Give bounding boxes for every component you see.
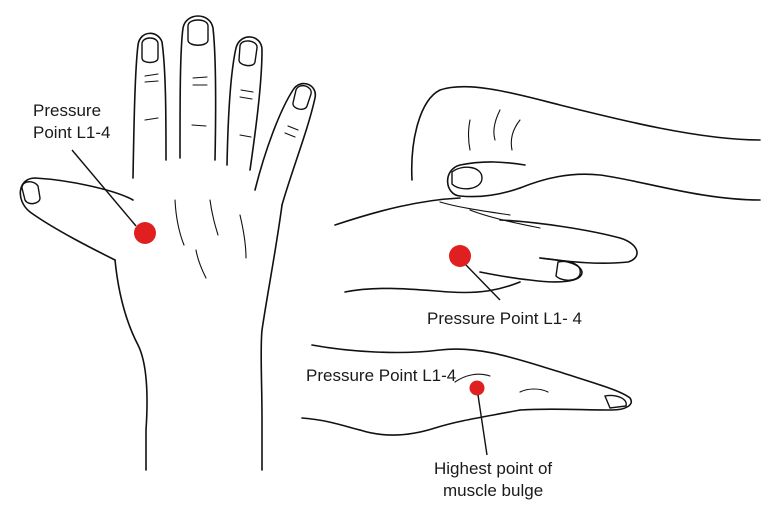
label-bulge-note-line1: Highest point of <box>434 459 553 478</box>
leader-line-back-of-hand <box>71 149 137 227</box>
label-pinch-view: Pressure Point L1- 4 <box>427 309 582 328</box>
side-hand-illustration <box>301 344 632 436</box>
pinch-hands-illustration <box>334 85 761 294</box>
label-bulge-note: Highest point of muscle bulge <box>434 458 552 502</box>
pressure-point-side-view <box>469 380 485 396</box>
label-side-view: Pressure Point L1-4 <box>306 366 457 385</box>
label-back-of-hand-line1: Pressure <box>33 101 102 120</box>
label-back-of-hand-line2: Point L1-4 <box>33 123 111 142</box>
pressure-point-pinch-view <box>449 245 471 267</box>
pressure-point-back-of-hand <box>134 222 156 244</box>
label-bulge-note-line2: muscle bulge <box>442 481 544 500</box>
leader-line-side-view <box>477 394 488 456</box>
label-back-of-hand: Pressure Point L1-4 <box>33 100 111 144</box>
leader-line-pinch-view <box>465 264 501 301</box>
back-of-hand-illustration <box>19 15 317 471</box>
